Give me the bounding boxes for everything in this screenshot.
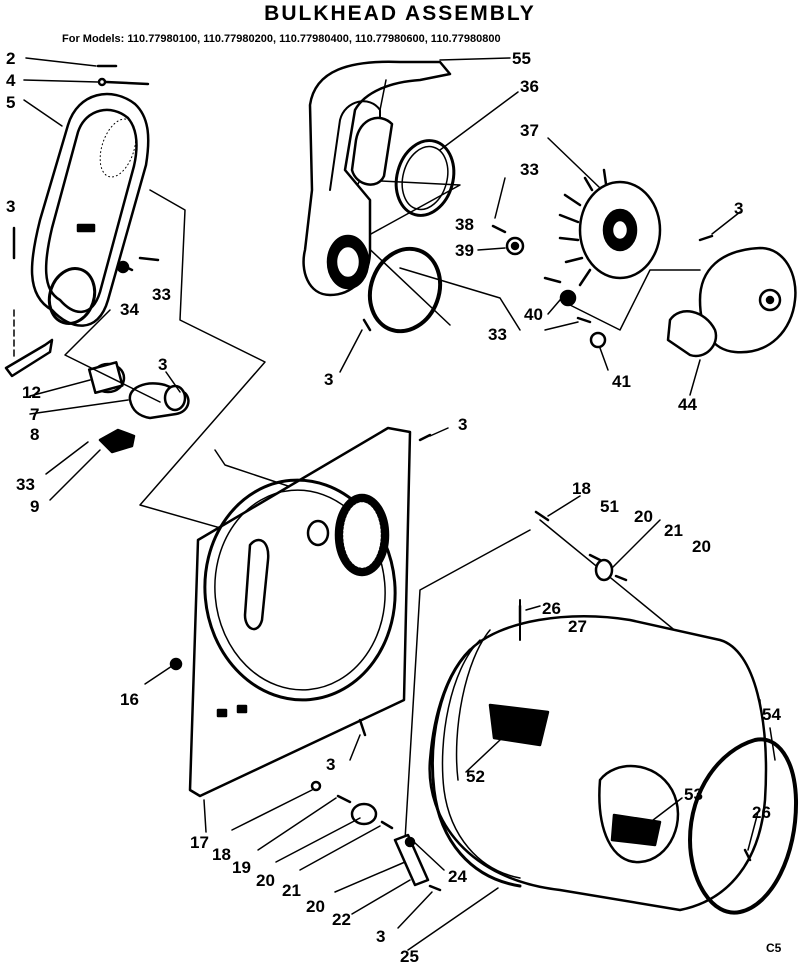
callout-25: 25	[400, 947, 419, 966]
callout-36: 36	[520, 77, 539, 96]
callout-3c: 3	[734, 199, 743, 218]
callout-26: 26	[542, 599, 561, 618]
callout-27: 27	[568, 617, 587, 636]
callout-17: 17	[190, 833, 209, 852]
duct-cover	[13, 92, 150, 361]
callout-9: 9	[30, 497, 39, 516]
callout-5: 5	[6, 93, 15, 112]
callout-20c: 20	[256, 871, 275, 890]
callout-8: 8	[30, 425, 39, 444]
callout-21b: 21	[282, 881, 301, 900]
duct-seals	[367, 139, 456, 334]
callout-20d: 20	[306, 897, 325, 916]
callout-51: 51	[600, 497, 619, 516]
panel-hardware	[169, 657, 442, 892]
callout-54: 54	[762, 705, 781, 724]
callout-2: 2	[6, 49, 15, 68]
callout-38: 38	[455, 215, 474, 234]
models-line: For Models: 110.77980100, 110.77980200, …	[62, 33, 501, 45]
callout-33b: 33	[16, 475, 35, 494]
callout-33: 33	[152, 285, 171, 304]
page-title: BULKHEAD ASSEMBLY	[264, 2, 536, 25]
callout-18: 18	[572, 479, 591, 498]
top-left-screws	[12, 64, 150, 260]
callout-3d: 3	[324, 370, 333, 389]
blower-housing	[666, 246, 797, 358]
callout-16: 16	[120, 690, 139, 709]
leader-lines	[23, 57, 776, 951]
callout-20b: 20	[692, 537, 711, 556]
exhaust-duct	[302, 60, 452, 297]
bulkhead-panel	[188, 426, 412, 798]
callout-labels: 2 4 5 3 34 33 12 7 8 3 33 9 55 36 37 33 …	[6, 49, 782, 966]
callout-7: 7	[30, 405, 39, 424]
callout-39: 39	[455, 241, 474, 260]
callout-4: 4	[6, 71, 16, 90]
callout-33c: 33	[520, 160, 539, 179]
callout-33d: 33	[488, 325, 507, 344]
blower-hardware	[362, 224, 714, 442]
callout-26b: 26	[752, 803, 771, 822]
drum	[428, 510, 799, 915]
callout-41: 41	[612, 372, 631, 391]
callout-3g: 3	[376, 927, 385, 946]
callout-22: 22	[332, 910, 351, 929]
callout-44: 44	[678, 395, 697, 414]
callout-24: 24	[448, 867, 467, 886]
callout-52: 52	[466, 767, 485, 786]
callout-40: 40	[524, 305, 543, 324]
callout-3b: 3	[158, 355, 167, 374]
callout-21: 21	[664, 521, 683, 540]
callout-12: 12	[22, 383, 41, 402]
callout-19: 19	[232, 858, 251, 877]
callout-3e: 3	[458, 415, 467, 434]
callout-20: 20	[634, 507, 653, 526]
sheet-code: C5	[766, 941, 782, 955]
callout-37: 37	[520, 121, 539, 140]
callout-55: 55	[512, 49, 531, 68]
callout-18b: 18	[212, 845, 231, 864]
callout-53: 53	[684, 785, 703, 804]
callout-34: 34	[120, 300, 139, 319]
bracket	[4, 338, 54, 378]
blower-wheel	[558, 168, 662, 287]
callout-3f: 3	[326, 755, 335, 774]
callout-3: 3	[6, 197, 15, 216]
